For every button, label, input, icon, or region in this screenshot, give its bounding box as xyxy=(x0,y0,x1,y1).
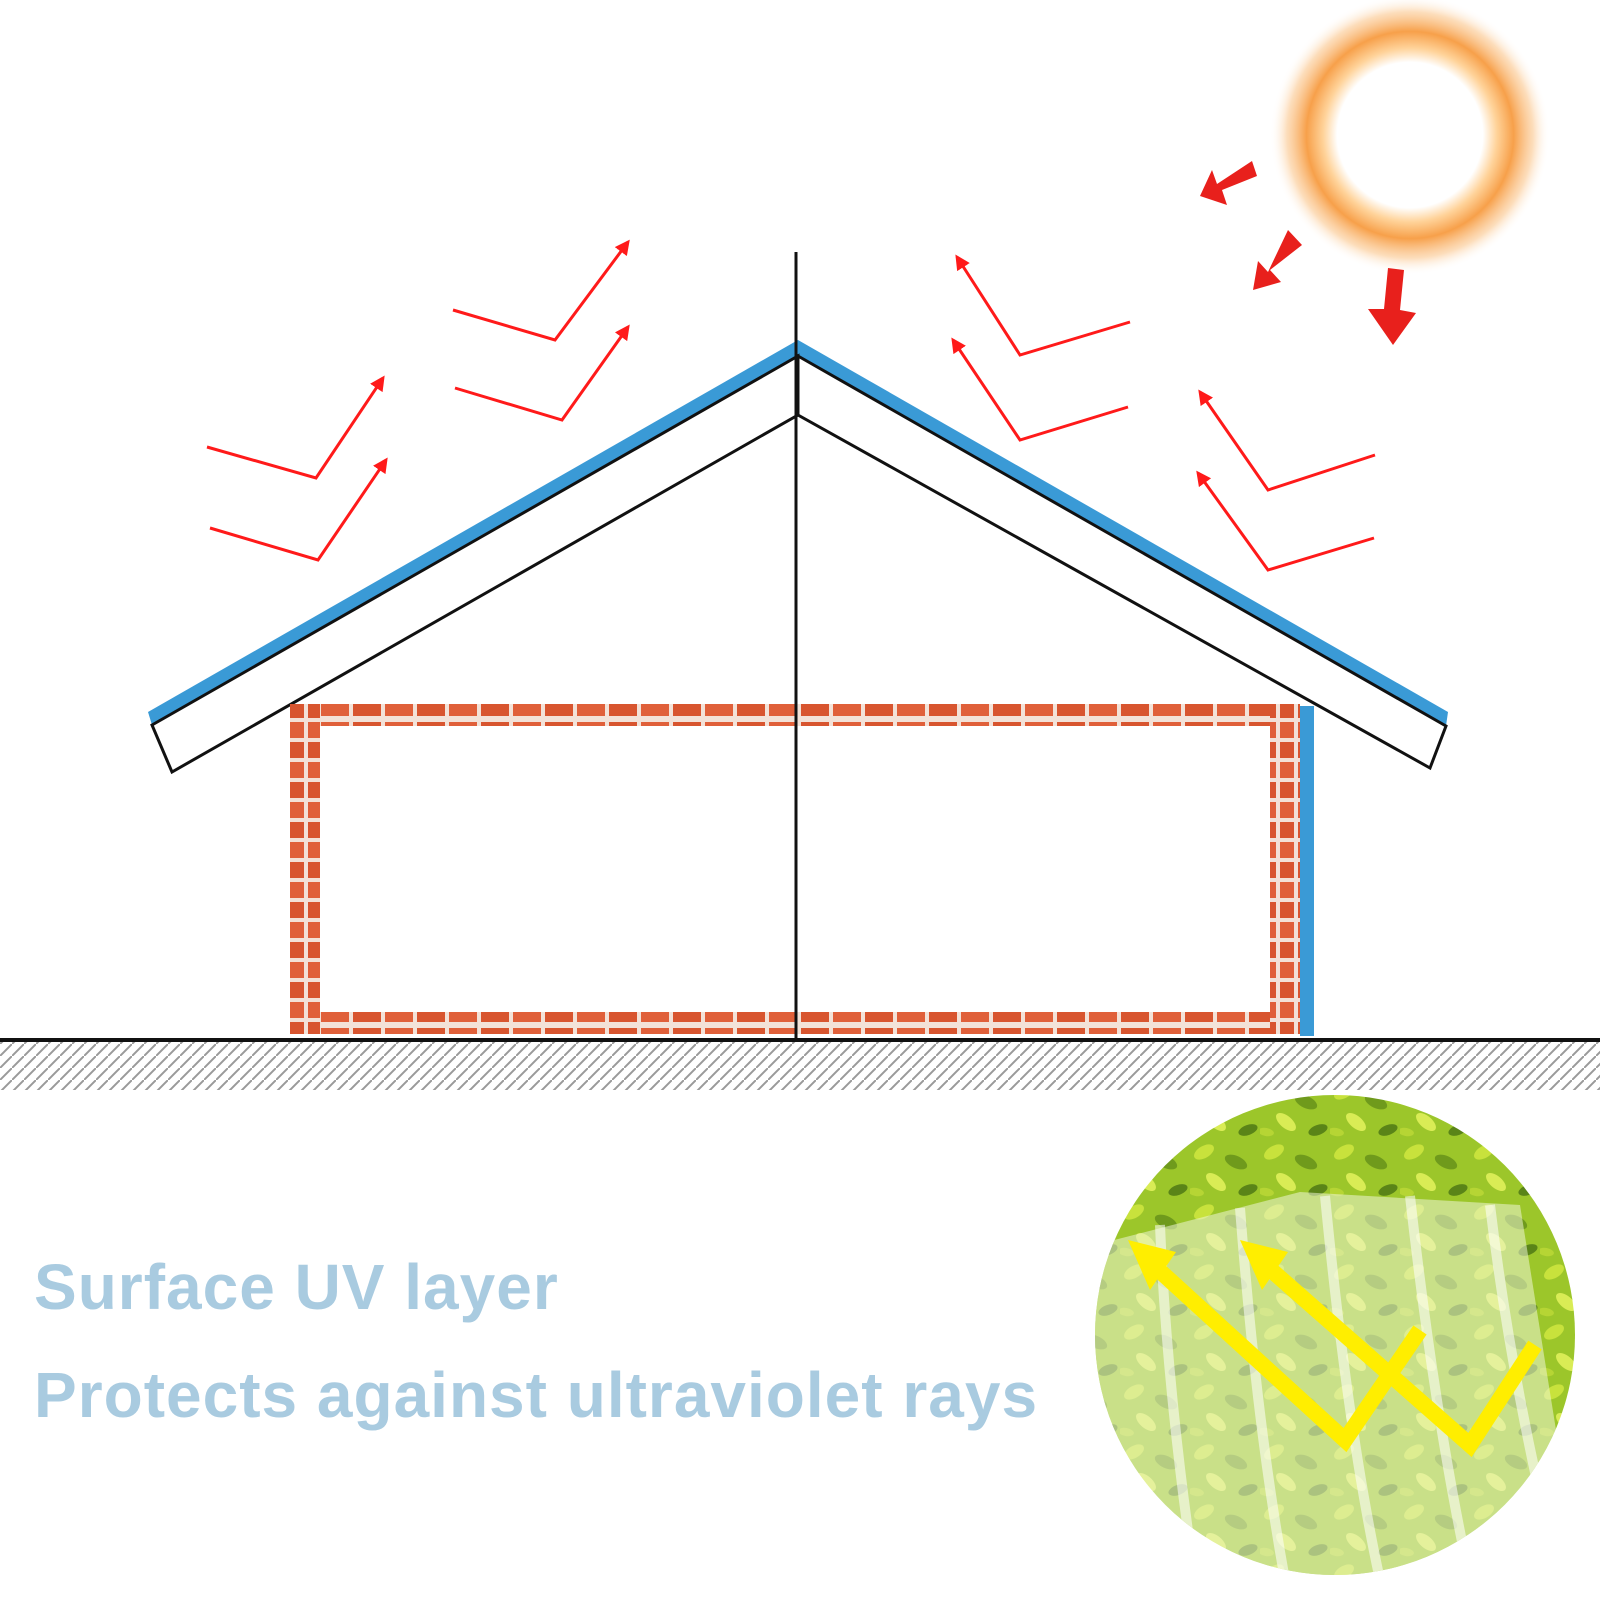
uv-layer-left xyxy=(148,340,798,725)
uv-layer-wall xyxy=(1300,706,1314,1036)
roof xyxy=(148,340,1448,775)
photo-arrow-icon xyxy=(1144,1255,1542,1458)
caption-surface-uv-layer: Surface UV layer xyxy=(34,1251,559,1323)
reflected-ray-arrow-icon xyxy=(206,239,1376,572)
sun-icon xyxy=(1270,0,1550,275)
caption-protects-uv: Protects against ultraviolet rays xyxy=(34,1359,1039,1431)
roof-panel-right xyxy=(796,353,1448,771)
ground-hatch xyxy=(0,1042,1600,1090)
incoming-ray-arrow-icon xyxy=(1200,161,1416,345)
roof-sheet-photo xyxy=(1095,1095,1575,1575)
uv-layer-right xyxy=(798,340,1448,726)
